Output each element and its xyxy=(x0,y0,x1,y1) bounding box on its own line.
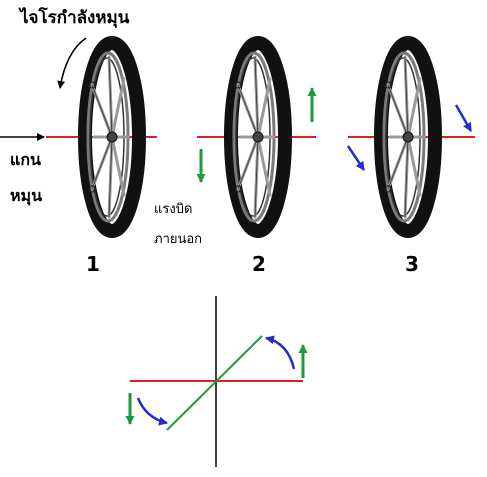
precession-arrow-right xyxy=(454,104,473,132)
precession-arrow-left xyxy=(346,145,366,171)
step-number-1: 1 xyxy=(86,252,100,276)
diagram-title: ไจโรกำลังหมุน xyxy=(20,8,130,28)
axis-label-line-1: แกน xyxy=(10,150,41,169)
tilted-spin-axis xyxy=(166,335,263,431)
rotation-arrow-lower xyxy=(136,397,168,426)
rotation-arrow-upper xyxy=(265,335,296,370)
spin-direction-arrow xyxy=(57,37,87,89)
axis-label-line-2: หมุน xyxy=(10,186,43,205)
torque-label-line-1: แรงบิด xyxy=(154,202,193,217)
step-number-3: 3 xyxy=(405,252,419,276)
step-number-2: 2 xyxy=(252,252,266,276)
torque-label-line-2: ภายนอก xyxy=(154,232,203,247)
